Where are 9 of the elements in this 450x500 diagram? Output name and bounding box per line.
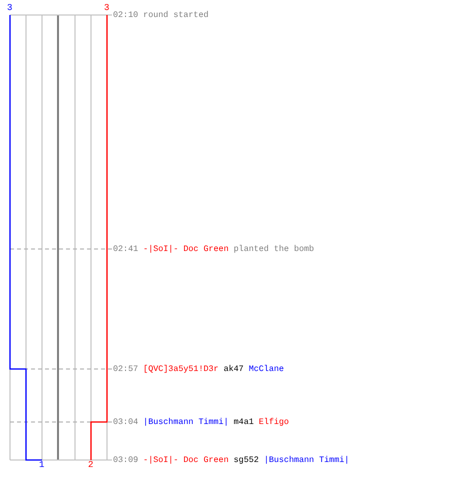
count-label: 2 [88, 460, 94, 470]
count-label: 3 [7, 3, 12, 13]
event-log-entry: 02:57 [QVC]3a5y51!D3r ak47 McClane [113, 364, 284, 374]
count-label: 1 [39, 460, 44, 470]
event-log-entry: 03:04 |Buschmann Timmi| m4a1 Elfigo [113, 417, 289, 427]
log-entry: 02:10 round started [113, 10, 209, 20]
event-log-entry: 02:41 -|SoI|- Doc Green planted the bomb [113, 244, 314, 254]
count-label: 3 [104, 3, 110, 13]
event-log-entry: 03:09 -|SoI|- Doc Green sg552 |Buschmann Timmi| [113, 455, 350, 465]
